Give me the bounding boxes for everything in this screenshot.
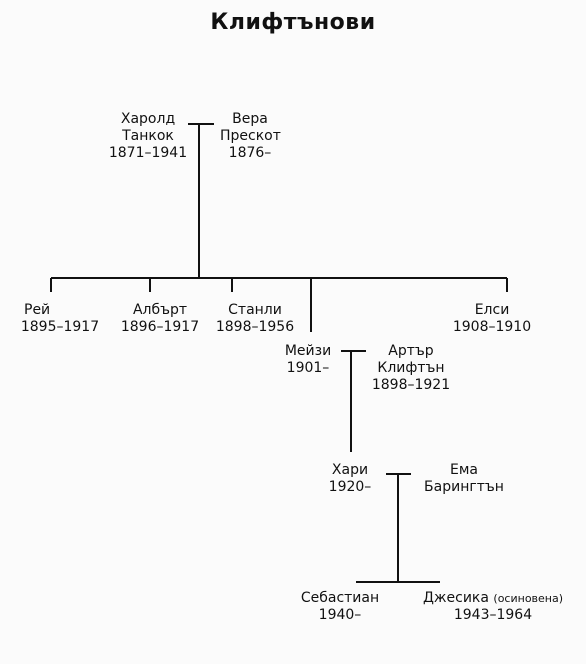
person-elsie-name: Елси xyxy=(474,302,510,318)
person-emma-surname: Барингтън xyxy=(424,479,504,495)
person-sebastian: Себастиан 1940– xyxy=(290,590,390,624)
person-harold: Харолд Танкок 1871–1941 xyxy=(108,111,188,162)
person-arthur: Артър Клифтън 1898–1921 xyxy=(369,343,453,394)
person-jessica: Джесика (осиновена) 1943–1964 xyxy=(408,590,578,624)
person-elsie-dates: 1908–1910 xyxy=(452,319,532,335)
person-harold-surname: Танкок xyxy=(122,128,174,144)
person-vera: Вера Прескот 1876– xyxy=(220,111,281,162)
person-maisie-dates: 1901– xyxy=(286,360,330,376)
person-albert-name: Албърт xyxy=(132,302,188,318)
person-arthur-first-name: Артър xyxy=(388,343,434,359)
person-jessica-dates: 1943–1964 xyxy=(453,607,533,623)
person-maisie-name: Мейзи xyxy=(284,343,332,359)
person-stanley-dates: 1898–1956 xyxy=(215,319,295,335)
person-emma-first-name: Ема xyxy=(450,462,478,478)
person-elsie: Елси 1908–1910 xyxy=(450,302,534,336)
person-vera-surname: Прескот xyxy=(220,128,281,144)
person-emma: Ема Барингтън xyxy=(416,462,512,496)
person-rey-dates: 1895–1917 xyxy=(20,319,100,335)
tree-title: Клифтънови xyxy=(210,10,376,35)
person-stanley-name: Станли xyxy=(228,302,282,318)
person-harry-dates: 1920– xyxy=(328,479,372,495)
person-jessica-name-line: Джесика (осиновена) xyxy=(408,590,578,607)
person-harry-name: Хари xyxy=(331,462,369,478)
person-jessica-name: Джесика xyxy=(422,590,489,606)
person-harry: Хари 1920– xyxy=(322,462,378,496)
person-albert: Албърт 1896–1917 xyxy=(118,302,202,336)
person-arthur-surname: Клифтън xyxy=(377,360,445,376)
person-sebastian-dates: 1940– xyxy=(318,607,362,623)
person-sebastian-name: Себастиан xyxy=(300,590,380,606)
person-harold-dates: 1871–1941 xyxy=(108,145,188,161)
person-stanley: Станли 1898–1956 xyxy=(213,302,297,336)
person-arthur-dates: 1898–1921 xyxy=(371,377,451,393)
person-vera-dates: 1876– xyxy=(228,145,272,161)
person-rey: Рей 1895–1917 xyxy=(18,302,102,336)
person-harold-first-name: Харолд xyxy=(120,111,176,127)
person-maisie: Мейзи 1901– xyxy=(280,343,336,377)
person-jessica-adopted-note: (осиновена) xyxy=(493,592,564,605)
person-rey-name: Рей xyxy=(24,302,51,318)
person-vera-first-name: Вера xyxy=(232,111,268,127)
person-albert-dates: 1896–1917 xyxy=(120,319,200,335)
